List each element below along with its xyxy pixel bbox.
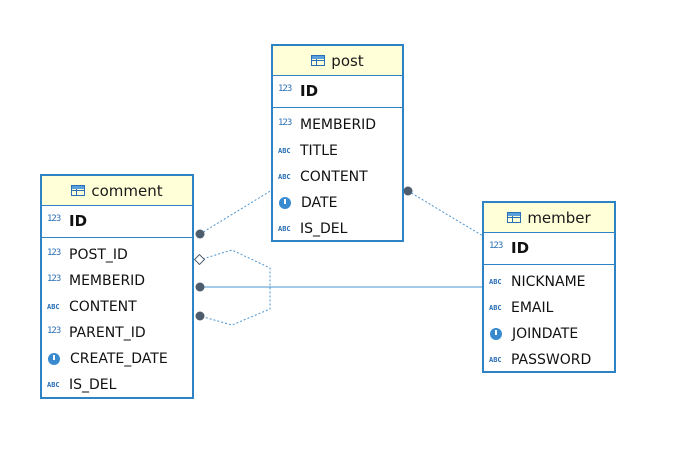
pk-section: 123 ID	[42, 206, 192, 238]
column-name: CONTENT	[300, 169, 368, 185]
column-row-nickname[interactable]: ABC NICKNAME	[484, 269, 614, 295]
entity-title: post	[331, 51, 364, 70]
column-name: MEMBERID	[69, 273, 146, 289]
column-name: DATE	[301, 195, 338, 211]
columns-section: ABC NICKNAME ABC EMAIL JOINDATE ABC PASS…	[484, 265, 614, 373]
string-icon: ABC	[278, 224, 291, 233]
column-name: IS_DEL	[300, 221, 348, 237]
column-row-id[interactable]: 123 ID	[484, 235, 614, 261]
column-name: POST_ID	[69, 247, 128, 263]
columns-section: 123 POST_ID 123 MEMBERID ABC CONTENT 123…	[42, 238, 192, 398]
pk-section: 123 ID	[273, 76, 402, 108]
column-row-is-del[interactable]: ABC IS_DEL	[42, 372, 192, 398]
date-icon	[48, 353, 60, 365]
table-icon	[71, 185, 86, 196]
column-name: ID	[69, 212, 88, 230]
endpoint-dot	[195, 282, 205, 292]
link-post-member[interactable]	[407, 190, 484, 237]
pk-section: 123 ID	[484, 233, 614, 265]
column-row-password[interactable]: ABC PASSWORD	[484, 347, 614, 373]
column-row-date[interactable]: DATE	[273, 190, 402, 216]
column-name: JOINDATE	[512, 326, 579, 342]
table-icon	[311, 55, 326, 66]
number-fk-icon: 123	[278, 117, 292, 128]
entity-title: member	[527, 208, 591, 227]
column-name: TITLE	[300, 143, 338, 159]
column-row-email[interactable]: ABC EMAIL	[484, 295, 614, 321]
endpoint-diamond	[193, 253, 206, 266]
column-name: CREATE_DATE	[70, 351, 168, 367]
entity-post[interactable]: post 123 ID 123 MEMBERID ABC TITLE ABC C…	[271, 44, 404, 242]
link-comment-self[interactable]	[198, 249, 271, 326]
column-name: ID	[300, 82, 319, 100]
column-name: CONTENT	[69, 299, 137, 315]
column-name: ID	[511, 239, 530, 257]
number-key-icon: 123	[489, 240, 503, 251]
column-row-memberid[interactable]: 123 MEMBERID	[273, 112, 402, 138]
column-name: MEMBERID	[300, 117, 377, 133]
column-name: PASSWORD	[511, 352, 592, 368]
string-icon: ABC	[278, 172, 291, 181]
column-row-is-del[interactable]: ABC IS_DEL	[273, 216, 402, 242]
column-row-joindate[interactable]: JOINDATE	[484, 321, 614, 347]
column-row-id[interactable]: 123 ID	[42, 208, 192, 234]
string-icon: ABC	[47, 302, 60, 311]
entity-member[interactable]: member 123 ID ABC NICKNAME ABC EMAIL JOI…	[482, 201, 616, 373]
link-comment-post[interactable]	[199, 189, 273, 235]
date-icon	[279, 197, 291, 209]
entity-comment[interactable]: comment 123 ID 123 POST_ID 123 MEMBERID …	[40, 174, 194, 399]
number-fk-icon: 123	[47, 273, 61, 284]
column-row-parent-id[interactable]: 123 PARENT_ID	[42, 320, 192, 346]
entity-header-comment[interactable]: comment	[42, 176, 192, 206]
entity-title: comment	[91, 181, 163, 200]
column-row-content[interactable]: ABC CONTENT	[273, 164, 402, 190]
string-icon: ABC	[489, 355, 502, 364]
column-row-id[interactable]: 123 ID	[273, 78, 402, 104]
endpoint-dot	[403, 186, 413, 196]
string-icon: ABC	[47, 380, 60, 389]
column-row-content[interactable]: ABC CONTENT	[42, 294, 192, 320]
number-key-icon: 123	[47, 213, 61, 224]
endpoint-dot	[195, 229, 205, 239]
column-name: IS_DEL	[69, 377, 117, 393]
column-row-create-date[interactable]: CREATE_DATE	[42, 346, 192, 372]
table-icon	[507, 212, 522, 223]
number-fk-icon: 123	[47, 247, 61, 258]
column-row-post-id[interactable]: 123 POST_ID	[42, 242, 192, 268]
endpoint-dot	[195, 311, 205, 321]
columns-section: 123 MEMBERID ABC TITLE ABC CONTENT DATE …	[273, 108, 402, 242]
column-row-memberid[interactable]: 123 MEMBERID	[42, 268, 192, 294]
entity-header-post[interactable]: post	[273, 46, 402, 76]
column-name: PARENT_ID	[69, 325, 146, 341]
entity-header-member[interactable]: member	[484, 203, 614, 233]
date-icon	[490, 328, 502, 340]
string-icon: ABC	[489, 277, 502, 286]
number-fk-icon: 123	[47, 325, 61, 336]
string-icon: ABC	[489, 303, 502, 312]
column-name: NICKNAME	[511, 274, 586, 290]
column-row-title[interactable]: ABC TITLE	[273, 138, 402, 164]
number-key-icon: 123	[278, 83, 292, 94]
string-icon: ABC	[278, 146, 291, 155]
column-name: EMAIL	[511, 300, 554, 316]
